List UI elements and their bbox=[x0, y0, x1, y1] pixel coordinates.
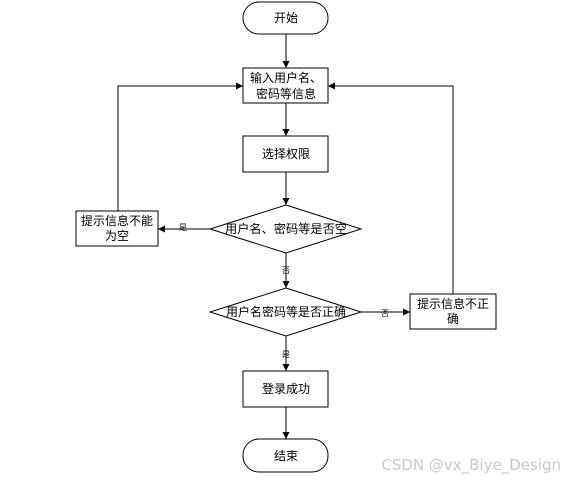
shapes bbox=[75, 1, 497, 473]
edge-label-valid-yes: 是 bbox=[282, 350, 290, 359]
msg-invalid-box bbox=[409, 293, 497, 330]
select-label: 选择权限 bbox=[262, 147, 310, 161]
edge-label-empty-no: 否 bbox=[282, 266, 290, 275]
msg-empty-label-line1: 提示信息不能 bbox=[81, 213, 153, 228]
check-valid-label: 用户名密码等是否正确 bbox=[226, 304, 346, 319]
end-label: 结束 bbox=[274, 449, 298, 463]
check-empty-diamond bbox=[208, 204, 363, 254]
msg-empty-label-line2: 为空 bbox=[105, 229, 129, 243]
edge-msg-empty-to-input bbox=[117, 82, 243, 211]
edge-label-valid-no: 否 bbox=[381, 309, 389, 318]
edge-msg-invalid-to-input bbox=[328, 82, 454, 294]
input-label-line2: 密码等信息 bbox=[256, 86, 316, 101]
msg-empty-box bbox=[75, 210, 159, 247]
success-label: 登录成功 bbox=[262, 381, 310, 396]
msg-invalid-label-line2: 确 bbox=[447, 312, 459, 326]
input-label-line1: 输入用户名、 bbox=[250, 70, 322, 85]
check-valid-diamond bbox=[208, 287, 363, 337]
start-label: 开始 bbox=[274, 11, 298, 25]
check-empty-label: 用户名、密码等是否空 bbox=[225, 221, 347, 236]
start-terminal bbox=[242, 1, 329, 35]
input-box bbox=[242, 67, 329, 104]
end-terminal bbox=[242, 438, 329, 473]
msg-invalid-label-line1: 提示信息不正 bbox=[417, 296, 489, 311]
success-box bbox=[242, 370, 329, 408]
connectors bbox=[117, 34, 454, 439]
select-box bbox=[242, 135, 329, 173]
watermark-text: CSDN @vx_Biye_Design bbox=[381, 456, 561, 475]
edge-label-empty-yes: 是 bbox=[179, 223, 187, 232]
